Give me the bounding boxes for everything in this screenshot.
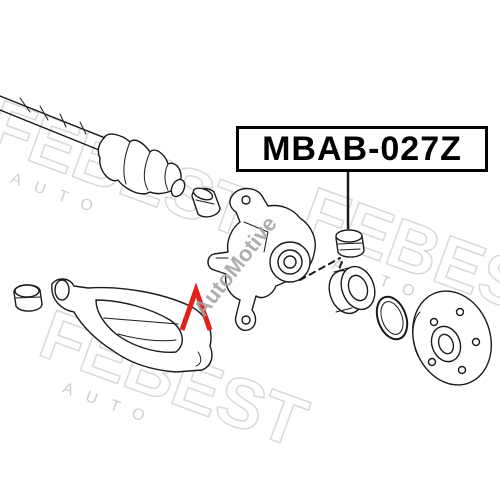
knuckle (207, 187, 316, 331)
cv-boot (97, 133, 186, 198)
snap-ring (375, 295, 409, 341)
wheel-bearing (328, 265, 376, 315)
drive-shaft (0, 95, 111, 153)
part-number-label: MBAB-027Z (236, 126, 488, 172)
upper-bushing (191, 187, 221, 218)
lower-control-arm (51, 278, 213, 373)
part-number-text: MBAB-027Z (262, 130, 462, 168)
wheel-hub (411, 290, 493, 386)
lower-bushing (13, 284, 43, 312)
target-bushing (335, 229, 365, 258)
